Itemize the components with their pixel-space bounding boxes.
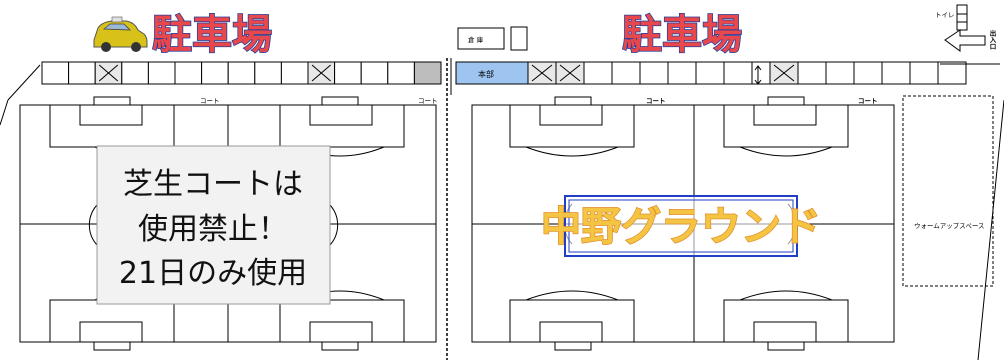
car-icon: [93, 16, 148, 52]
blocked-space-mark: [559, 64, 581, 82]
parking-space: [387, 61, 415, 85]
parking-space: [174, 61, 203, 85]
parking-space: [201, 61, 229, 85]
notice-box: [96, 145, 331, 305]
parking-space: [413, 61, 442, 85]
storage-label: 倉 庫: [468, 35, 484, 44]
notice-line-3: 21日のみ使用: [119, 256, 307, 291]
arrow-left-icon: [944, 29, 986, 52]
parking-space: [227, 61, 256, 85]
blocked-space-mark: [531, 64, 553, 82]
blocked-space-mark: [98, 64, 119, 82]
blocked-space-mark: [311, 64, 331, 82]
toilet-box: [956, 4, 968, 31]
notice-line-1: 芝生コートは: [123, 167, 303, 202]
parking-row-left: [41, 61, 442, 85]
parking-space: [695, 61, 725, 85]
parking-space: [121, 61, 149, 85]
blocked-space-mark: [773, 64, 795, 82]
ground-name-box: [564, 195, 798, 257]
parking-space: [639, 61, 669, 85]
parking-space: [68, 61, 96, 85]
hq-label: 本部: [478, 69, 494, 79]
parking-space: [334, 61, 362, 85]
court-label-2: コート: [418, 97, 438, 105]
notice-line-2: 使用禁止！: [138, 212, 288, 247]
parking-space: [797, 61, 827, 85]
storage-annex: [510, 26, 528, 51]
parking-space: [667, 61, 697, 85]
court-label-1: コート: [200, 97, 220, 105]
parking-space: [360, 61, 389, 85]
parking-space: [147, 61, 176, 85]
parking-space: [611, 61, 641, 85]
parking-space: [280, 61, 309, 85]
warmup-space: [902, 95, 994, 287]
ground-name: 中野グラウンド: [541, 204, 821, 250]
parking-space: [41, 61, 70, 85]
road-edge: [977, 99, 1004, 360]
court-label-3: コート: [646, 97, 666, 105]
parking-space: [825, 61, 855, 85]
toilet-label: トイレ: [935, 11, 955, 19]
warmup-label: ウォームアップスペース: [914, 222, 985, 230]
parking-space: [254, 61, 282, 85]
parking-title-right: 駐車場: [622, 11, 742, 58]
parking-space: [937, 61, 967, 85]
parking-space: [723, 61, 753, 85]
parking-title-left: 駐車場: [152, 11, 272, 58]
court-label-4: コート: [858, 97, 878, 105]
parking-space: [909, 61, 939, 85]
parking-space: [853, 61, 883, 85]
parking-space: [583, 61, 613, 85]
parking-space: [881, 61, 911, 85]
entrance-label: 出入口: [988, 29, 997, 50]
storage-box: [457, 27, 505, 50]
parking-row-right: 本部: [455, 61, 967, 85]
